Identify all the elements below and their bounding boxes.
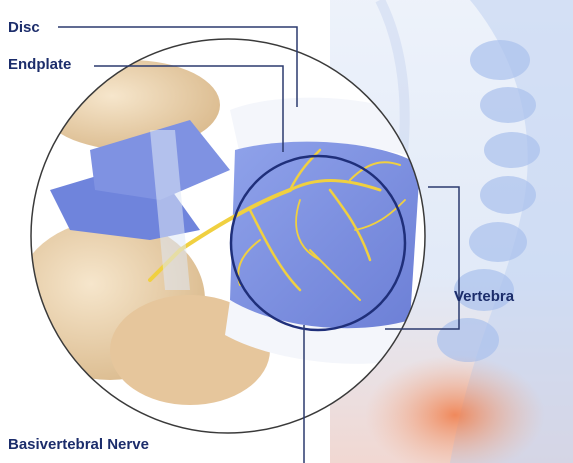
basivertebral-nerve-label: Basivertebral Nerve — [8, 437, 149, 452]
endplate-label: Endplate — [8, 57, 71, 72]
vertebra-label: Vertebra — [454, 289, 514, 304]
disc-label: Disc — [8, 20, 40, 35]
